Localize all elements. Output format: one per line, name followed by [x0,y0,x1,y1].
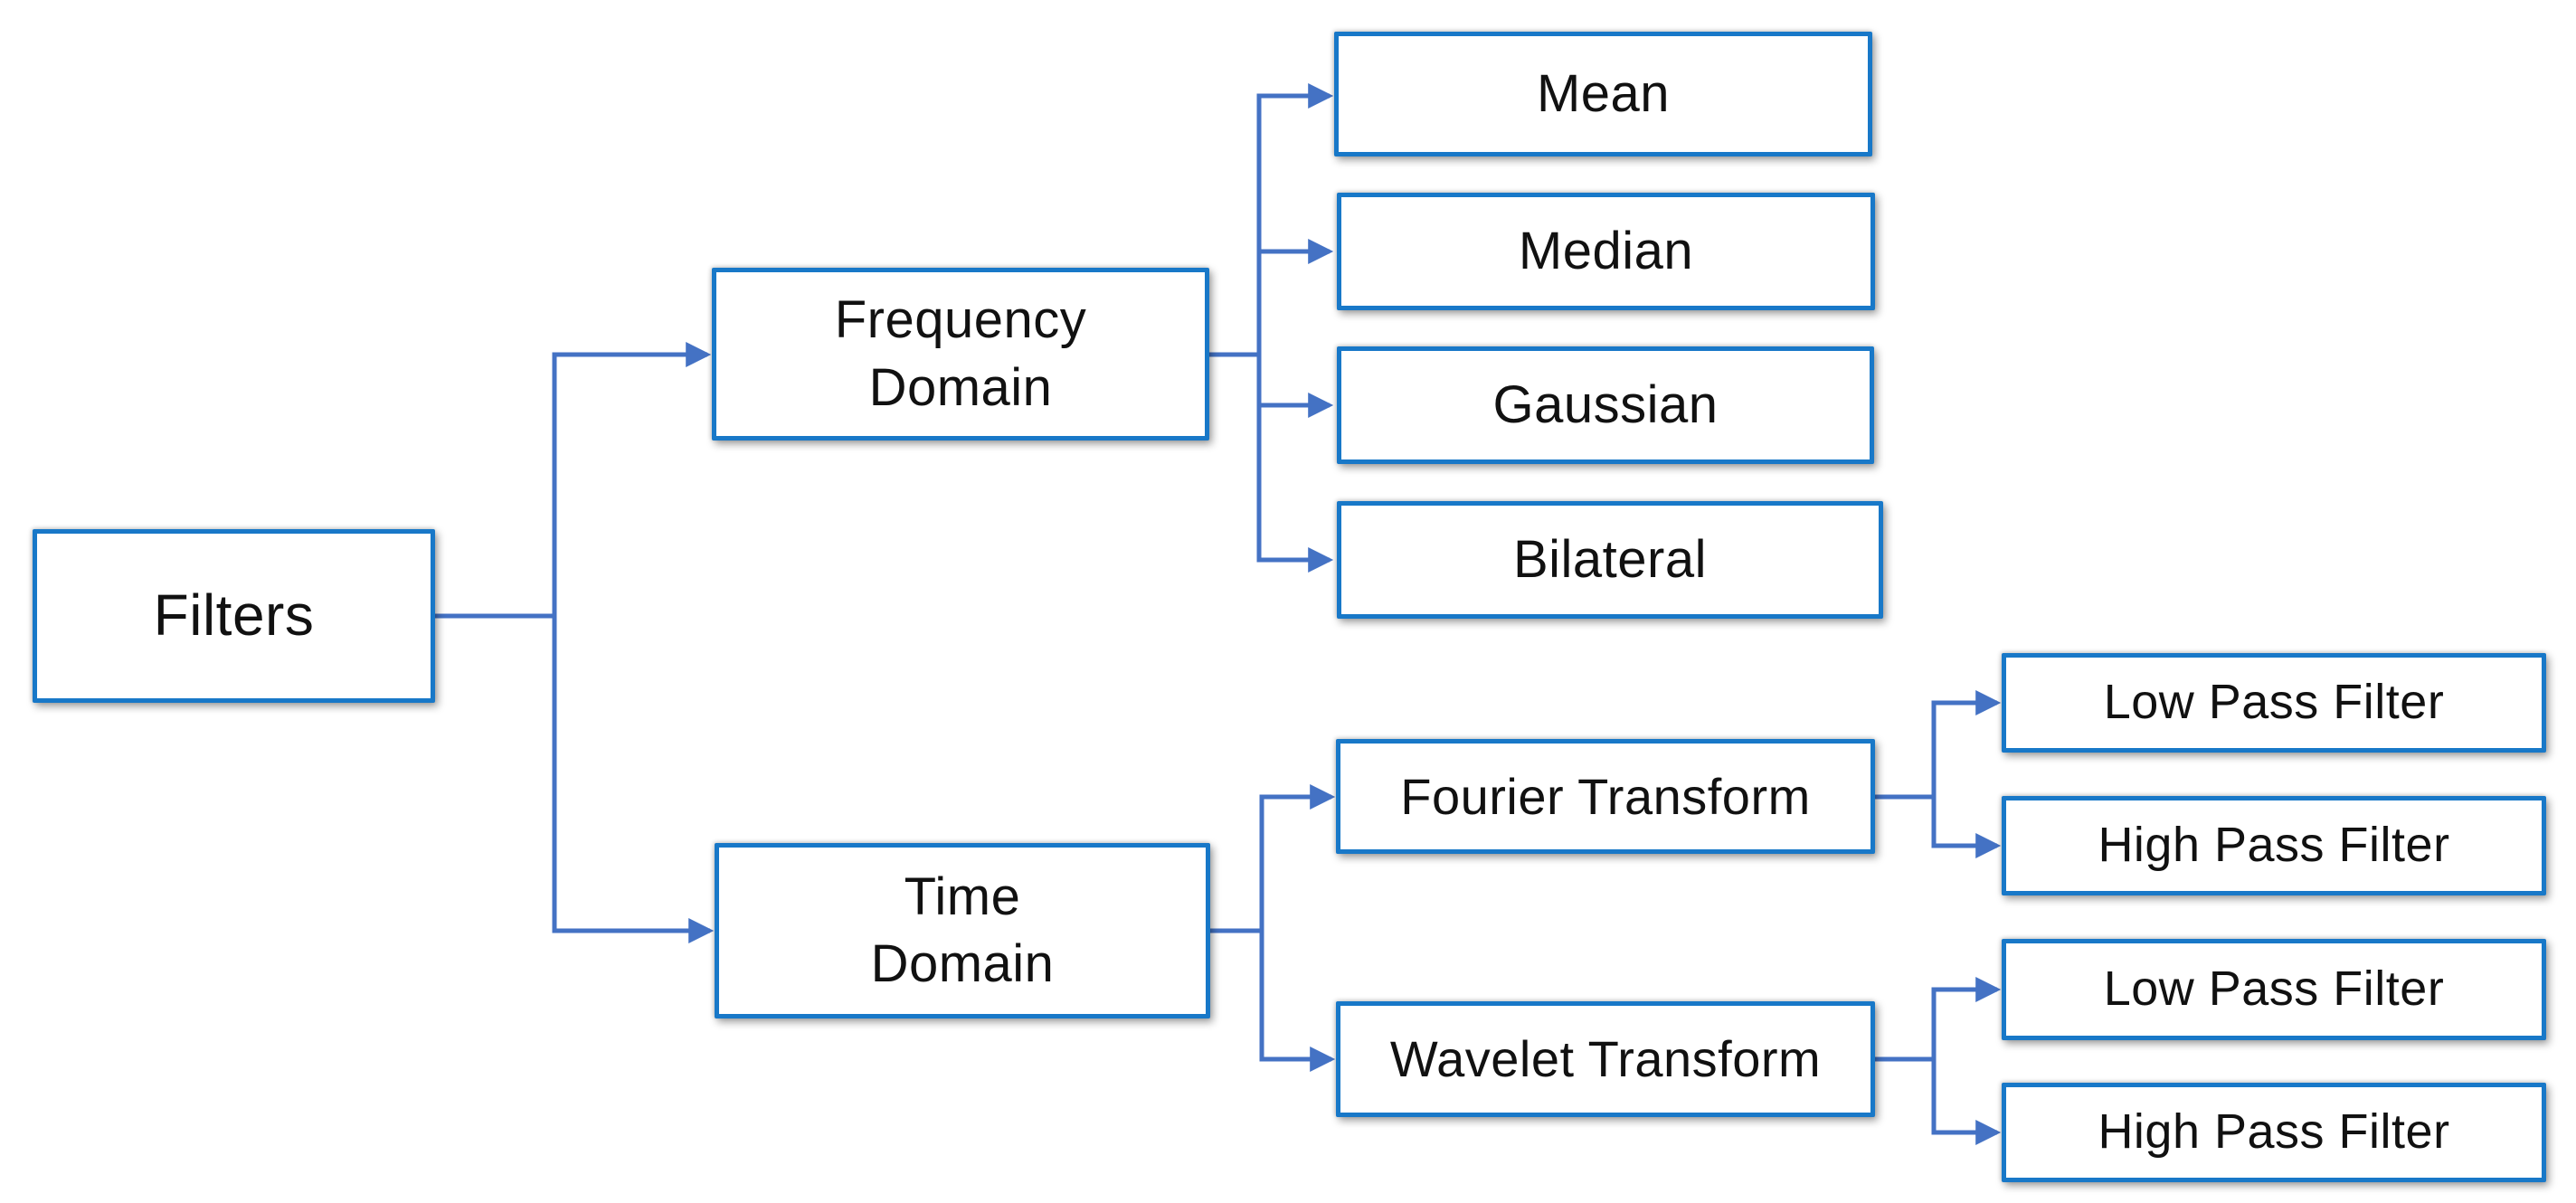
connector-wavelet-highpass [1931,1059,2002,1145]
connector-frequency-median [1256,239,1334,355]
node-mean-label: Mean [1536,63,1671,123]
connector-fourier-lowpass [1931,690,2002,797]
connector-time-wavelet [1259,931,1336,1072]
node-filters-label: Filters [153,583,315,649]
node-fourier-low-pass-filter: Low Pass Filter [2002,653,2546,753]
node-gaussian: Gaussian [1337,346,1874,464]
node-frequency-domain-label: Frequency Domain [834,290,1087,417]
node-bilateral-label: Bilateral [1512,529,1708,589]
connector-time-fourier [1259,784,1336,931]
connector-frequency-bilateral [1256,355,1334,573]
node-wavelet-high-pass-filter: High Pass Filter [2002,1083,2546,1182]
node-gaussian-label: Gaussian [1492,374,1719,434]
connector-fourier-highpass [1931,797,2002,858]
node-time-domain: Time Domain [715,843,1210,1018]
node-median-label: Median [1518,221,1694,280]
node-fourier-low-pass-filter-label: Low Pass Filter [2103,675,2445,730]
node-median: Median [1337,193,1875,310]
node-frequency-domain: Frequency Domain [712,268,1209,440]
node-mean: Mean [1334,32,1872,156]
node-time-domain-label: Time Domain [870,867,1055,993]
node-fourier-high-pass-filter-label: High Pass Filter [2098,818,2450,873]
node-wavelet-low-pass-filter: Low Pass Filter [2002,939,2546,1040]
connector-frequency-mean [1256,83,1334,355]
node-bilateral: Bilateral [1337,501,1883,619]
node-filters: Filters [33,529,435,703]
node-wavelet-transform-label: Wavelet Transform [1389,1030,1822,1088]
node-wavelet-high-pass-filter-label: High Pass Filter [2098,1104,2450,1160]
node-fourier-high-pass-filter: High Pass Filter [2002,796,2546,895]
node-wavelet-low-pass-filter-label: Low Pass Filter [2103,961,2445,1017]
connector-frequency-gaussian [1256,355,1334,418]
connector-filters-time [552,616,715,943]
node-fourier-transform: Fourier Transform [1336,739,1875,854]
node-fourier-transform-label: Fourier Transform [1400,767,1811,825]
connector-filters-frequency [552,342,712,616]
node-wavelet-transform: Wavelet Transform [1336,1001,1875,1117]
connector-wavelet-lowpass [1931,977,2002,1059]
